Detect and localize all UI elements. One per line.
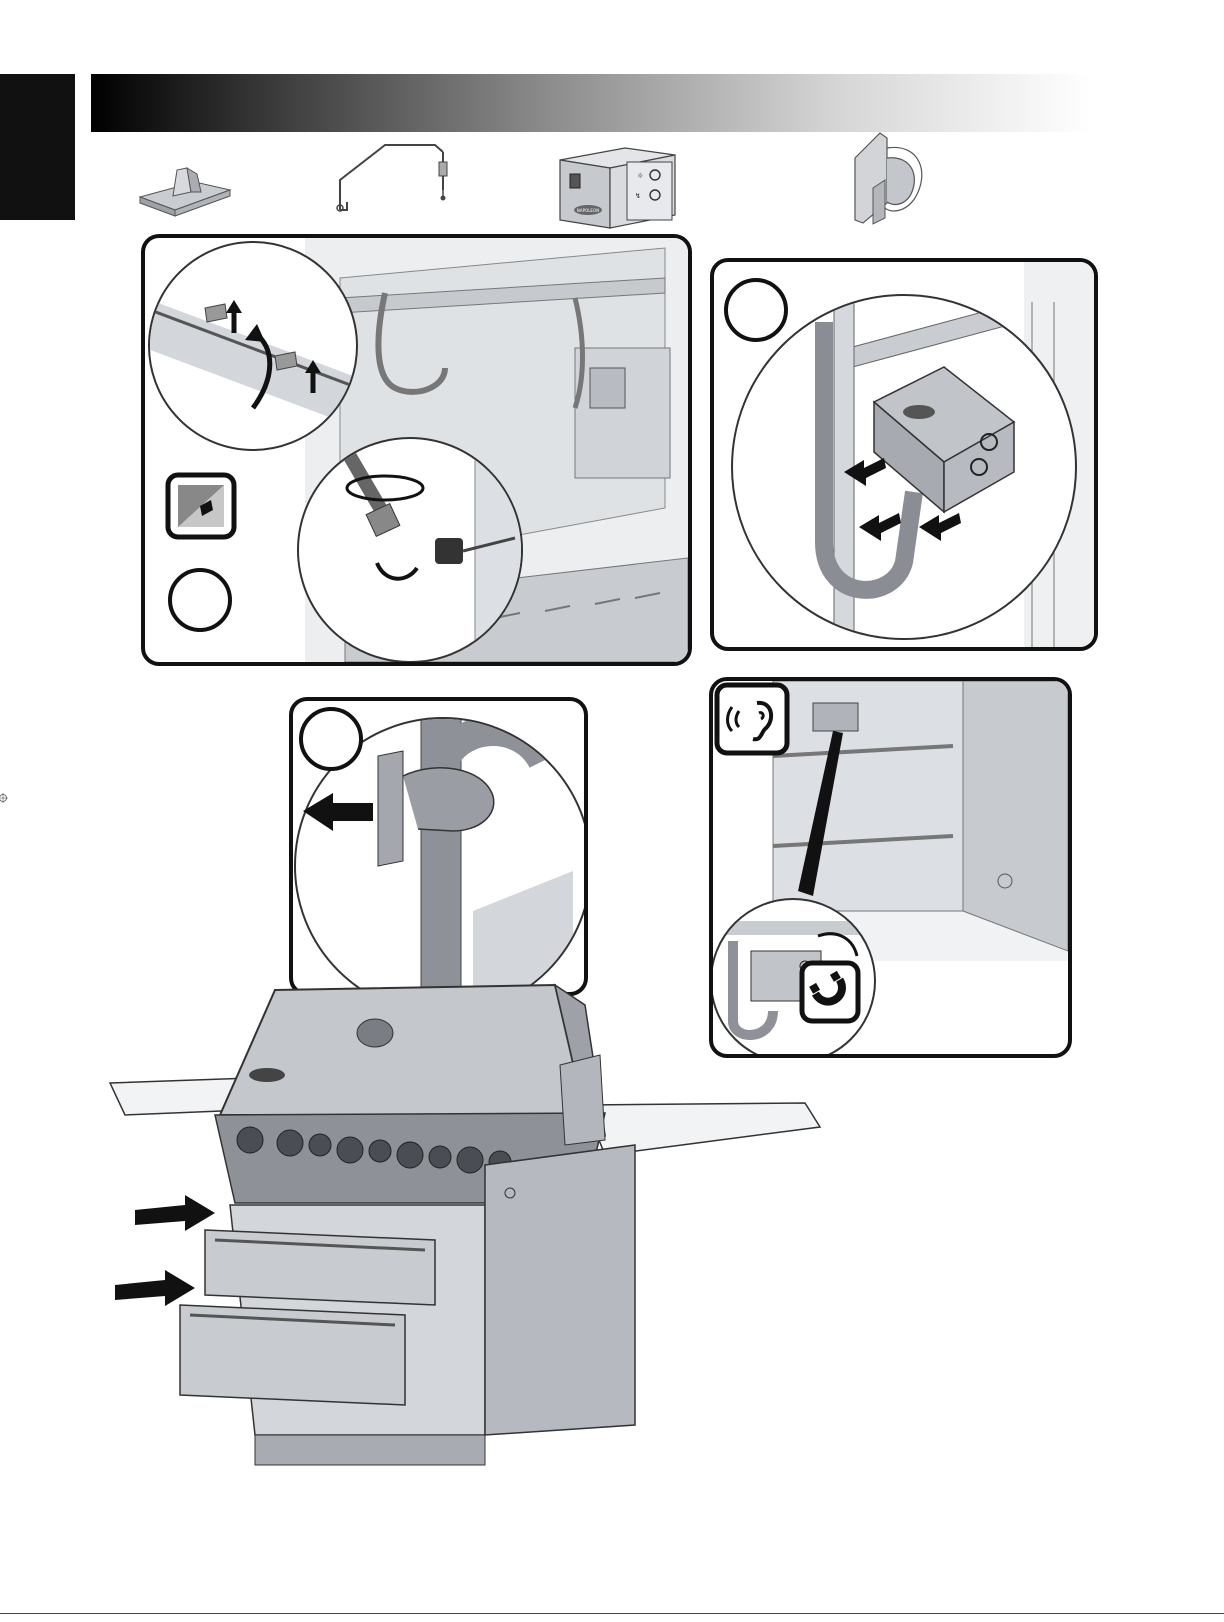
panel-step-3 (289, 697, 588, 996)
panel-step-2 (710, 258, 1098, 651)
screwdriver-icon (168, 475, 234, 537)
direction-arrow-icon (115, 1195, 215, 1306)
part-ignition-module: NAPOLEON ☼ ↯ (555, 140, 680, 230)
svg-text:☼: ☼ (637, 172, 643, 180)
header-bar (91, 74, 1091, 132)
part-hose-clip (835, 128, 935, 228)
footer-rule (0, 1613, 1224, 1614)
section-tab (0, 74, 75, 220)
step-number-circle (301, 709, 361, 769)
listen-click-icon (717, 685, 787, 753)
part-wire-bracket (325, 140, 455, 218)
part-retaining-clip (135, 162, 235, 222)
grill-illustration (105, 965, 835, 1477)
step-number-circle (726, 280, 786, 340)
svg-text:↯: ↯ (635, 192, 641, 200)
step-number-circle (170, 570, 230, 630)
registration-mark (0, 793, 10, 803)
panel-step-1 (141, 234, 692, 666)
module-brand-label: NAPOLEON (577, 208, 599, 213)
